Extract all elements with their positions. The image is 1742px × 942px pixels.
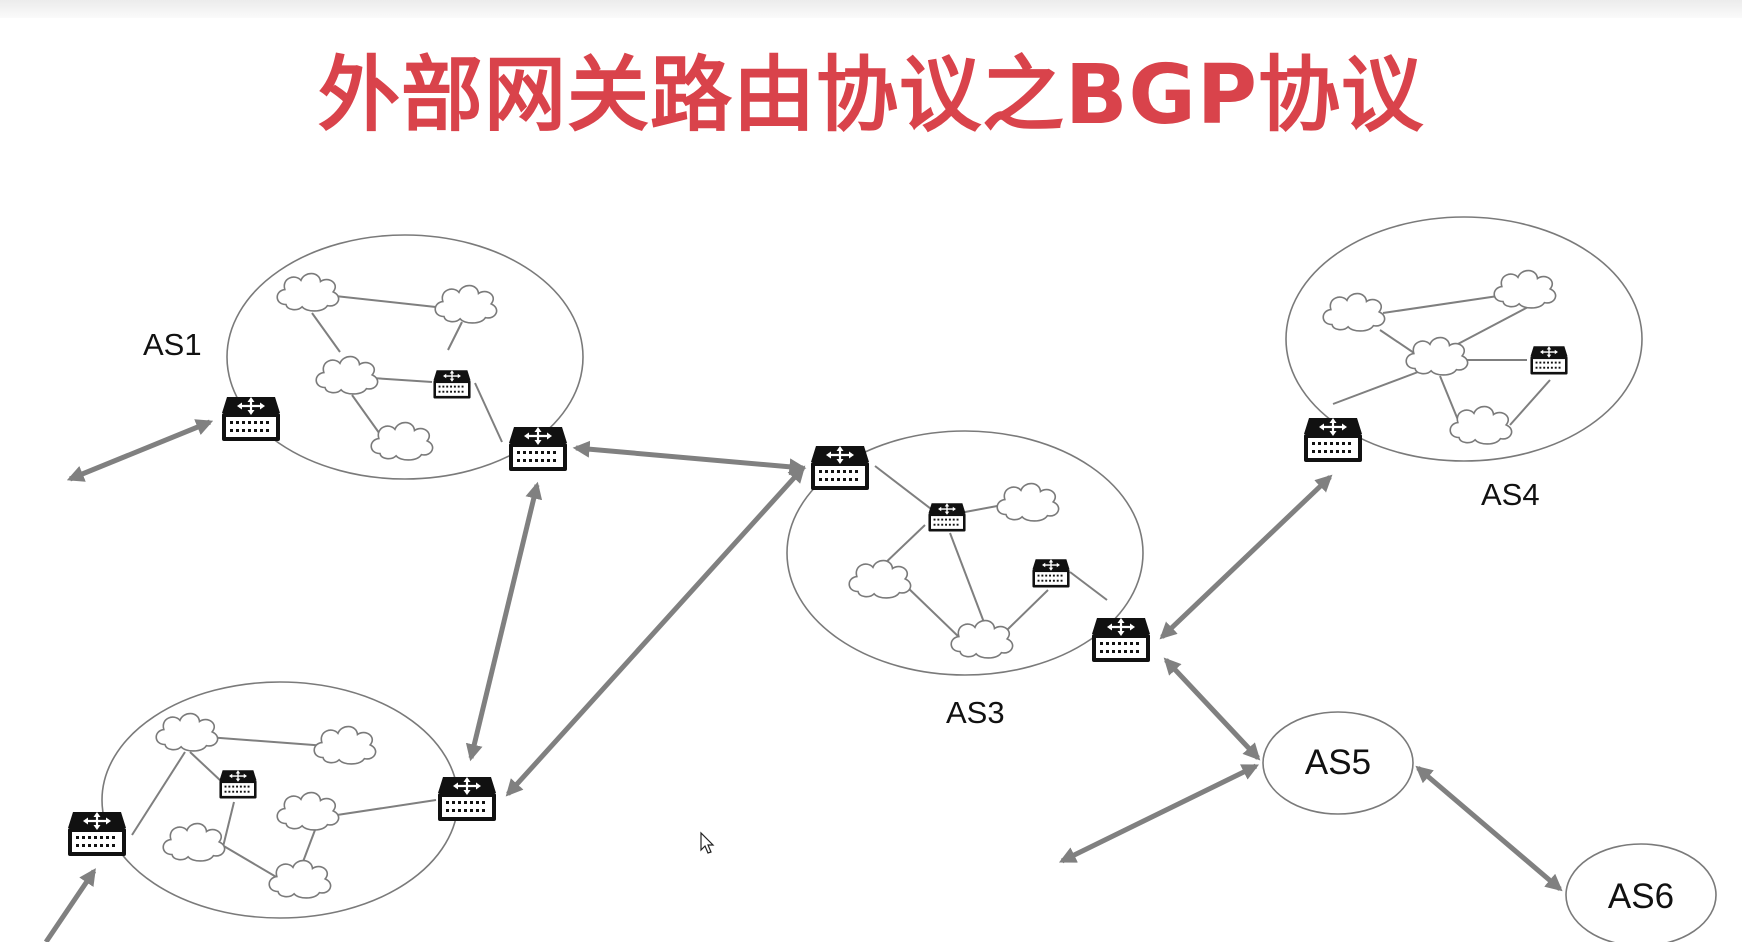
as3-label: AS3 — [946, 695, 1005, 730]
mouse-cursor-icon — [700, 831, 715, 854]
as5-external-link — [1058, 763, 1260, 864]
as3-as5-link — [1163, 657, 1261, 761]
as1-label: AS1 — [143, 327, 202, 362]
router-icon — [432, 369, 472, 400]
bgp-connections — [43, 419, 1563, 942]
router-icon — [927, 502, 967, 533]
cloud-icon — [155, 712, 219, 752]
as2-as3-link — [505, 465, 806, 797]
as2-internal-links — [131, 736, 437, 879]
router-icon — [66, 810, 128, 858]
as1-internal-links — [311, 295, 503, 443]
router-icon — [507, 425, 569, 473]
cloud-icon — [162, 822, 226, 862]
router-icon — [218, 769, 258, 800]
as1-boundary — [226, 234, 584, 480]
slide-title: 外部网关路由协议之BGP协议 — [318, 48, 1424, 143]
cloud-icon — [1405, 336, 1469, 376]
cloud-icon — [950, 619, 1014, 659]
as6-boundary — [1565, 843, 1717, 942]
router-icon — [1090, 616, 1152, 664]
cloud-icon — [1493, 269, 1557, 309]
as2-external-link — [43, 868, 97, 942]
as5-boundary — [1262, 711, 1414, 815]
as4-networks — [1322, 269, 1557, 445]
as6-label: AS6 — [1608, 877, 1674, 916]
cloud-icon — [313, 725, 377, 765]
as1-external-link — [66, 419, 214, 482]
as3-as4-link — [1159, 474, 1333, 640]
as1-as2-link — [465, 481, 543, 762]
router-icon — [809, 444, 871, 492]
router-icon — [1031, 558, 1071, 589]
as4-boundary — [1285, 216, 1643, 462]
cloud-icon — [1449, 405, 1513, 445]
router-icon — [436, 775, 498, 823]
as4-label: AS4 — [1481, 477, 1540, 512]
cloud-icon — [434, 284, 498, 324]
cloud-icon — [996, 482, 1060, 522]
cloud-icon — [315, 355, 379, 395]
cloud-icon — [1322, 292, 1386, 332]
router-icon — [1302, 416, 1364, 464]
as5-as6-link — [1415, 765, 1563, 892]
as1-as3-link — [572, 440, 807, 476]
cloud-icon — [848, 559, 912, 599]
as3-internal-links — [874, 465, 1108, 641]
window-top-bar — [0, 0, 1742, 18]
as4-internal-links — [1332, 295, 1551, 426]
router-icon — [1529, 345, 1569, 376]
cloud-icon — [370, 421, 434, 461]
router-icon — [220, 395, 282, 443]
cloud-icon — [276, 272, 340, 312]
as5-label: AS5 — [1305, 743, 1371, 782]
cloud-icon — [276, 791, 340, 831]
cloud-icon — [268, 859, 332, 899]
